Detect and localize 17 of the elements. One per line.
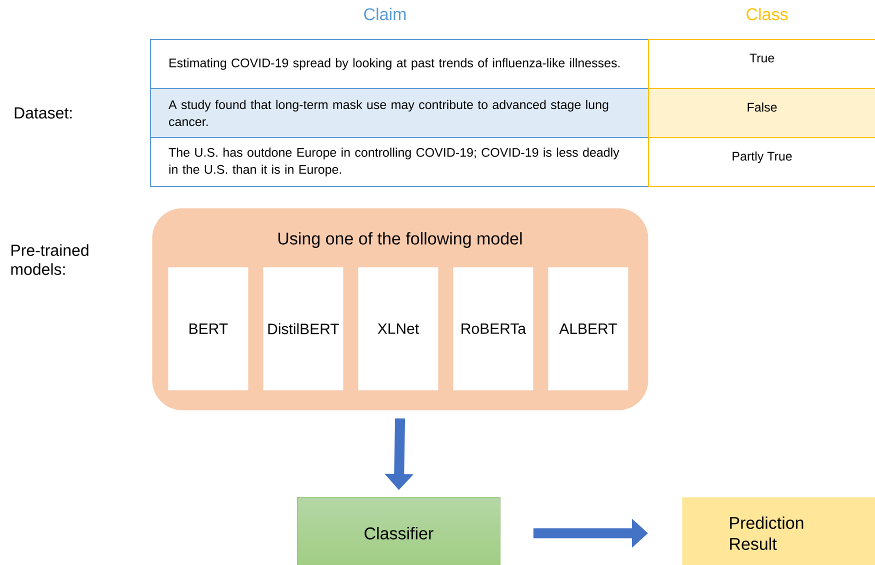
row-label: Pre-trained models: — [11, 244, 88, 275]
classifier-box: Classifier — [297, 497, 500, 565]
table-cell: Estimating COVID-19 spread by looking at past trends of influenza-like illnesses. — [150, 39, 649, 89]
table-cell: The U.S. has outdone Europe in controlling COVID-19; COVID-19 is less deadly in the U.S. than it is in Europe. — [150, 137, 649, 187]
table-cell: Partly True — [648, 137, 875, 187]
result-box: Prediction Result — [682, 497, 875, 565]
model-box: BERT — [168, 267, 248, 390]
table-cell: False — [648, 88, 875, 138]
column-header: Claim — [364, 8, 406, 20]
model-box: DistilBERT — [263, 267, 344, 390]
model-box: ALBERT — [548, 267, 628, 390]
table-cell: A study found that long-term mask use may contribute to advanced stage lung cancer. — [150, 88, 649, 138]
column-header: Class — [746, 8, 788, 20]
model-box: XLNet — [358, 267, 438, 390]
row-label: Dataset: — [14, 107, 72, 119]
table-cell: True — [648, 39, 875, 89]
model-box: RoBERTa — [453, 267, 534, 390]
